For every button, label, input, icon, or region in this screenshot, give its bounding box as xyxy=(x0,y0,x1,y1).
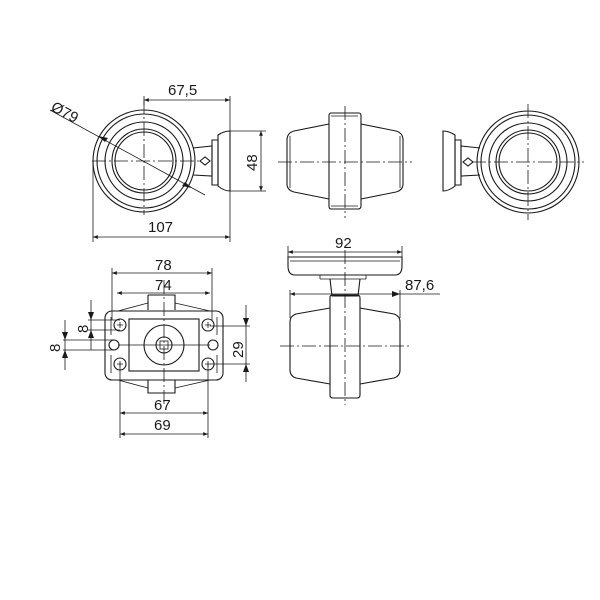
dim-74: 74 xyxy=(155,277,172,294)
side-view-bottom: 92 87,6 xyxy=(280,235,440,405)
dim-69: 69 xyxy=(154,417,171,434)
side-view-top xyxy=(278,106,412,218)
plan-view: 78 74 8 8 29 67 69 xyxy=(47,257,250,438)
dim-48: 48 xyxy=(244,154,261,171)
lens-left xyxy=(286,123,330,200)
dim-67-5: 67,5 xyxy=(168,82,197,99)
dim-67: 67 xyxy=(154,397,171,414)
rear-view xyxy=(442,104,584,220)
dim-8-lower: 8 xyxy=(47,344,64,352)
pivot-diamond-icon xyxy=(462,157,474,167)
dim-107: 107 xyxy=(148,219,173,236)
lens-right xyxy=(360,123,404,200)
pivot-diamond-icon xyxy=(199,156,211,166)
dim-29: 29 xyxy=(230,341,247,358)
mounting-plate-side xyxy=(287,256,403,276)
lamp-collar xyxy=(328,112,362,210)
front-view: Ø79 67,5 48 107 xyxy=(48,82,266,242)
dim-78: 78 xyxy=(155,257,172,274)
mounting-plate xyxy=(217,130,231,192)
dim-8-upper: 8 xyxy=(75,325,92,333)
dim-87-6: 87,6 xyxy=(405,277,434,294)
dim-92: 92 xyxy=(335,235,352,252)
dim-diameter: Ø79 xyxy=(48,99,81,127)
